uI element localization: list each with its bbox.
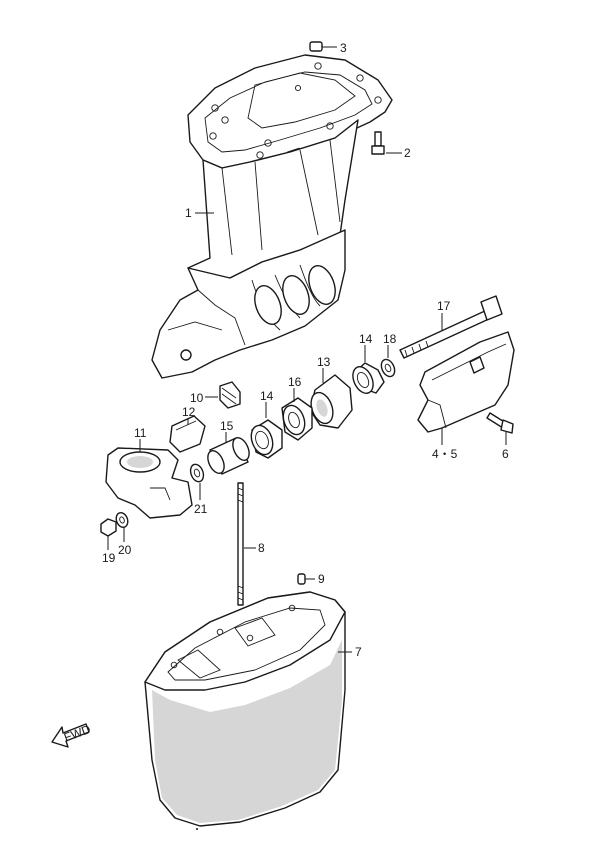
part-17-long-bolt [399, 295, 503, 359]
part-2-bolt [371, 131, 402, 155]
part-21-washer [189, 463, 205, 500]
part-8-stud [237, 482, 256, 606]
part-6-bolt [486, 412, 514, 445]
part-10-rubber-block [205, 381, 241, 409]
callout-8: 8 [258, 541, 265, 555]
callout-17: 17 [437, 299, 451, 313]
callout-12: 12 [182, 405, 196, 419]
part-7-extension-case [144, 591, 352, 827]
callout-11: 11 [134, 426, 147, 440]
part-13-rubber-mount [309, 368, 353, 429]
callout-21: 21 [194, 502, 208, 516]
part-11-clamp-bracket [105, 439, 193, 519]
part-3-plug [309, 41, 337, 52]
callout-1: 1 [185, 206, 192, 220]
callout-19: 19 [102, 551, 116, 565]
callout-3: 3 [340, 41, 347, 55]
callout-20: 20 [118, 543, 132, 557]
part-14-bushing-lower [250, 402, 283, 459]
fwd-label: FWD [62, 722, 93, 745]
part-4-5-mount-cover [417, 331, 515, 445]
part-14-bushing-upper [352, 345, 385, 394]
callout-16: 16 [288, 375, 302, 389]
callout-2: 2 [404, 146, 411, 160]
callout-10: 10 [190, 391, 204, 405]
callout-14-upper: 14 [359, 332, 373, 346]
page-dot [196, 828, 198, 830]
part-20-washer [115, 512, 129, 542]
forward-arrow-icon: FWD [51, 722, 93, 748]
callout-4-5: 4・5 [432, 447, 458, 461]
callout-18: 18 [383, 332, 397, 346]
callout-9: 9 [318, 572, 325, 586]
part-12-bracket [169, 415, 206, 453]
part-18-washer [380, 345, 396, 378]
callout-7: 7 [355, 645, 362, 659]
part-15-sleeve [207, 432, 250, 475]
callout-13: 13 [317, 355, 331, 369]
part-19-nut [100, 518, 117, 550]
callout-15: 15 [220, 419, 234, 433]
callout-14-lower: 14 [260, 389, 274, 403]
part-16-bearing [281, 388, 313, 441]
callout-6: 6 [502, 447, 509, 461]
part-9-pin [297, 573, 315, 585]
part-1-driveshaft-housing [151, 54, 393, 379]
